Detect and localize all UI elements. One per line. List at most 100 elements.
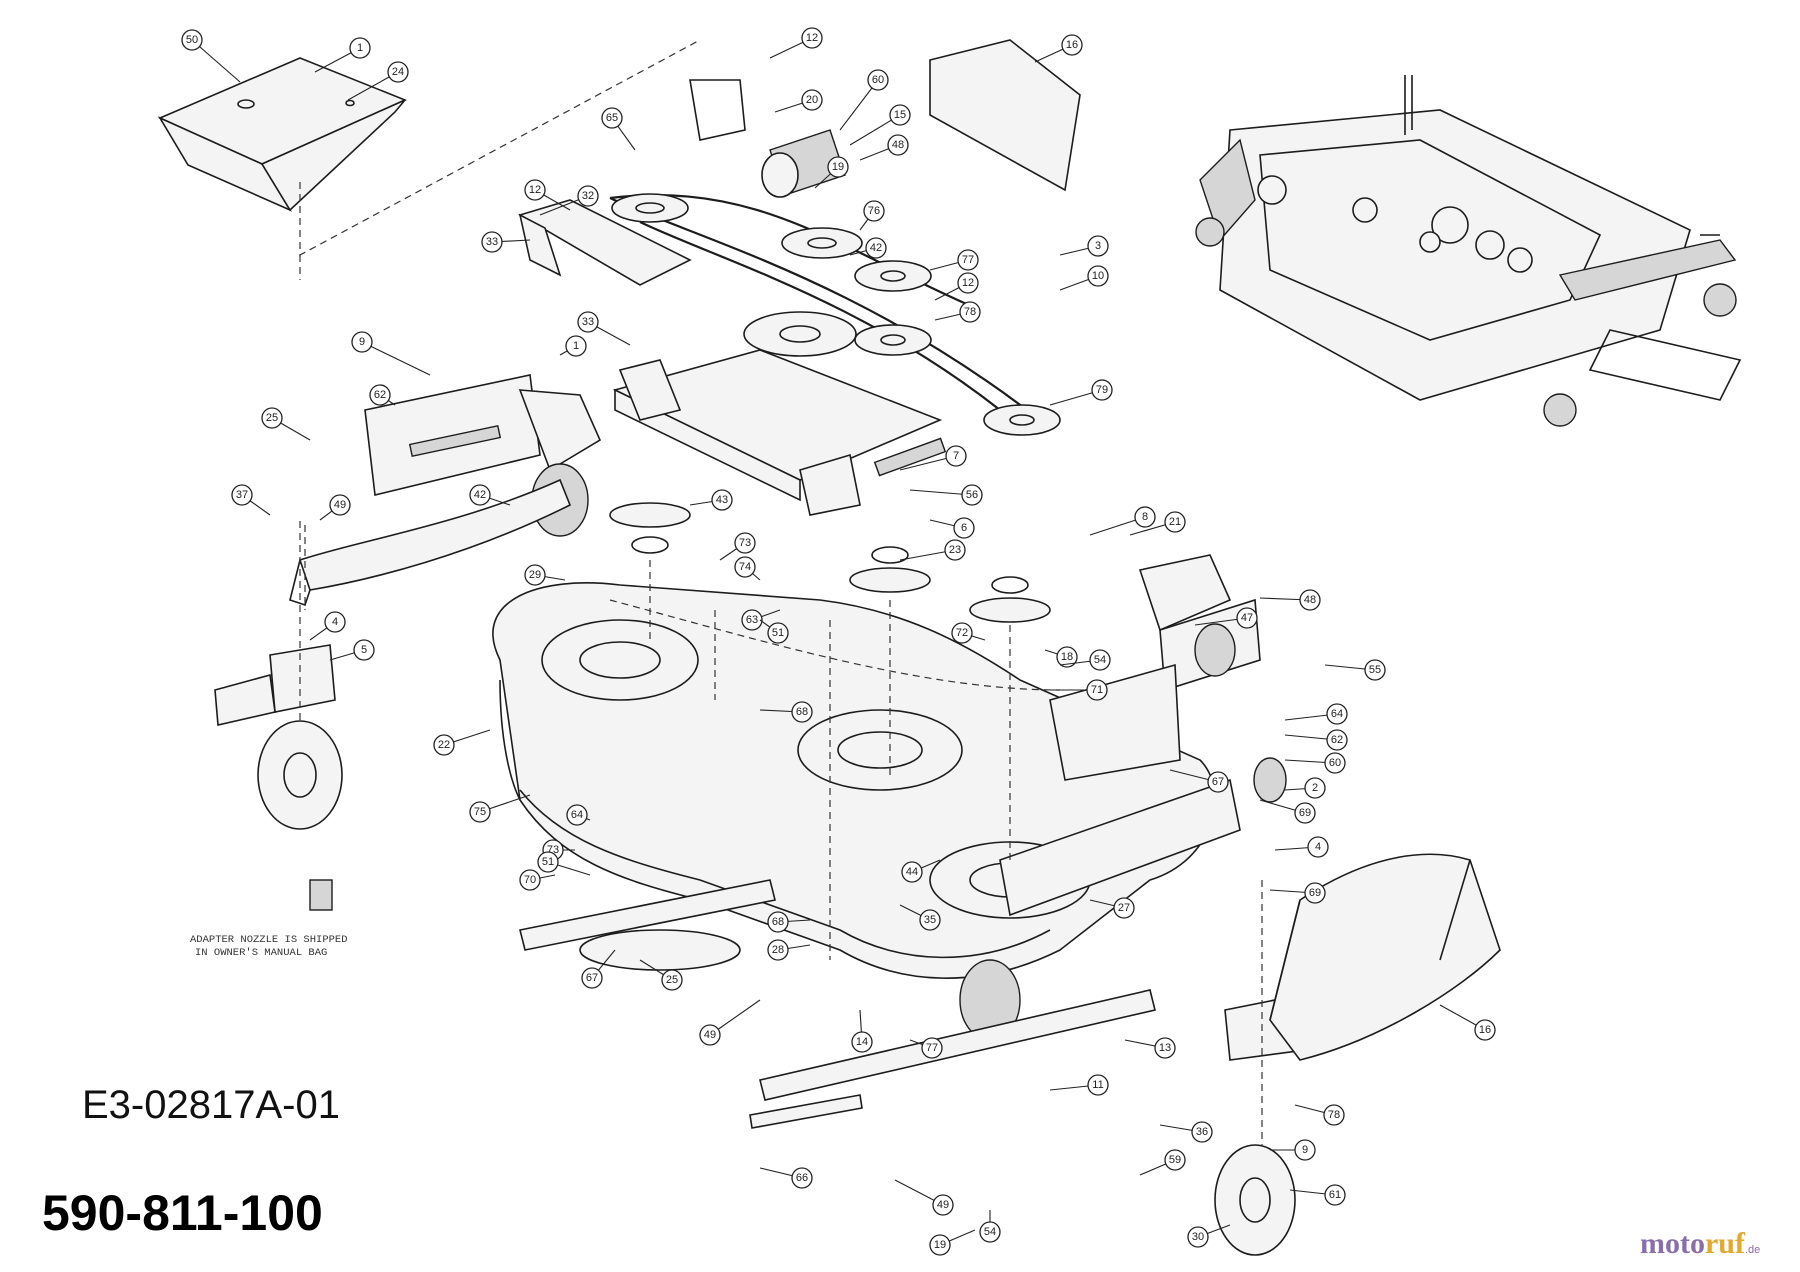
- callout-77: 77: [929, 249, 979, 271]
- svg-text:61: 61: [1329, 1189, 1341, 1201]
- svg-text:54: 54: [984, 1226, 996, 1238]
- callout-66: 66: [759, 1167, 813, 1189]
- callout-8: 8: [1089, 506, 1156, 536]
- callout-19: 19: [814, 156, 849, 189]
- callout-74: 74: [734, 556, 761, 581]
- callout-23: 23: [899, 539, 966, 561]
- svg-text:1: 1: [357, 42, 363, 54]
- callout-42: 42: [849, 237, 887, 259]
- callout-50: 50: [181, 29, 241, 83]
- callout-16: 16: [1034, 34, 1083, 63]
- callout-22: 22: [433, 729, 491, 756]
- callout-27: 27: [1089, 897, 1135, 919]
- callout-67: 67: [581, 949, 616, 989]
- svg-text:43: 43: [716, 494, 728, 506]
- svg-text:6: 6: [961, 522, 967, 534]
- callout-54: 54: [1059, 649, 1111, 671]
- svg-text:67: 67: [1212, 776, 1224, 788]
- callout-25: 25: [261, 407, 311, 441]
- callout-73: 73: [719, 532, 756, 561]
- svg-text:55: 55: [1369, 664, 1381, 676]
- svg-text:60: 60: [872, 74, 884, 86]
- svg-text:19: 19: [832, 161, 844, 173]
- watermark: motoruf.de: [1640, 1227, 1760, 1260]
- svg-text:16: 16: [1066, 39, 1078, 51]
- callout-65: 65: [601, 107, 636, 151]
- svg-text:20: 20: [806, 94, 818, 106]
- svg-text:69: 69: [1309, 887, 1321, 899]
- svg-text:71: 71: [1091, 684, 1103, 696]
- callout-7: 7: [899, 445, 967, 471]
- svg-text:63: 63: [746, 614, 758, 626]
- deck-assembly-preview: [1195, 75, 1742, 427]
- callout-32: 32: [539, 185, 599, 216]
- svg-text:48: 48: [1304, 594, 1316, 606]
- svg-text:4: 4: [1315, 841, 1321, 853]
- callout-21: 21: [1129, 511, 1186, 536]
- part-number: 590-811-100: [42, 1185, 323, 1241]
- svg-text:23: 23: [949, 544, 961, 556]
- callout-75: 75: [469, 794, 531, 823]
- callout-5: 5: [329, 639, 375, 661]
- svg-text:42: 42: [474, 489, 486, 501]
- callout-15: 15: [849, 104, 911, 146]
- svg-text:62: 62: [374, 389, 386, 401]
- svg-text:66: 66: [796, 1172, 808, 1184]
- svg-text:65: 65: [606, 112, 618, 124]
- svg-text:32: 32: [582, 190, 594, 202]
- svg-text:79: 79: [1096, 384, 1108, 396]
- callout-10: 10: [1059, 265, 1109, 291]
- svg-text:3: 3: [1095, 240, 1101, 252]
- svg-text:77: 77: [962, 254, 974, 266]
- svg-text:78: 78: [1328, 1109, 1340, 1121]
- svg-text:4: 4: [332, 616, 338, 628]
- svg-text:75: 75: [474, 806, 486, 818]
- callout-68: 68: [759, 701, 813, 723]
- svg-text:8: 8: [1142, 511, 1148, 523]
- callout-63: 63: [741, 609, 781, 631]
- callout-60: 60: [839, 69, 889, 131]
- svg-text:9: 9: [1302, 1144, 1308, 1156]
- callout-49: 49: [699, 999, 761, 1046]
- callout-62: 62: [1284, 729, 1348, 751]
- drawing-code: E3-02817A-01: [82, 1083, 340, 1127]
- callout-78: 78: [934, 301, 981, 323]
- callout-33: 33: [481, 231, 531, 253]
- svg-text:36: 36: [1196, 1126, 1208, 1138]
- svg-text:47: 47: [1241, 612, 1253, 624]
- callout-54: 54: [979, 1210, 1001, 1243]
- callout-9: 9: [1270, 1139, 1316, 1161]
- callout-71: 71: [1050, 679, 1108, 701]
- svg-text:19: 19: [934, 1239, 946, 1251]
- svg-text:25: 25: [266, 412, 278, 424]
- svg-text:12: 12: [529, 184, 541, 196]
- callout-72: 72: [951, 622, 986, 644]
- callout-51: 51: [537, 851, 591, 876]
- callout-12: 12: [934, 272, 979, 301]
- left-deck-hanger: [214, 374, 602, 830]
- callout-64: 64: [1284, 703, 1348, 725]
- svg-text:62: 62: [1331, 734, 1343, 746]
- callout-48: 48: [1259, 589, 1321, 611]
- adapter-note-line-2: IN OWNER'S MANUAL BAG: [195, 947, 327, 959]
- callout-1: 1: [314, 37, 371, 73]
- svg-text:49: 49: [704, 1029, 716, 1041]
- svg-text:18: 18: [1061, 651, 1073, 663]
- svg-text:51: 51: [542, 856, 554, 868]
- callout-25: 25: [639, 959, 683, 991]
- callout-24: 24: [347, 61, 409, 101]
- svg-text:16: 16: [1479, 1024, 1491, 1036]
- svg-text:15: 15: [894, 109, 906, 121]
- callout-33: 33: [577, 311, 631, 346]
- right-deck-hanger: [959, 554, 1501, 1256]
- callout-9: 9: [351, 331, 431, 376]
- callout-59: 59: [1139, 1149, 1186, 1176]
- callout-37: 37: [231, 484, 271, 516]
- callout-62: 62: [369, 384, 396, 406]
- svg-text:64: 64: [1331, 708, 1343, 720]
- svg-text:5: 5: [361, 644, 367, 656]
- svg-text:72: 72: [956, 627, 968, 639]
- svg-text:37: 37: [236, 489, 248, 501]
